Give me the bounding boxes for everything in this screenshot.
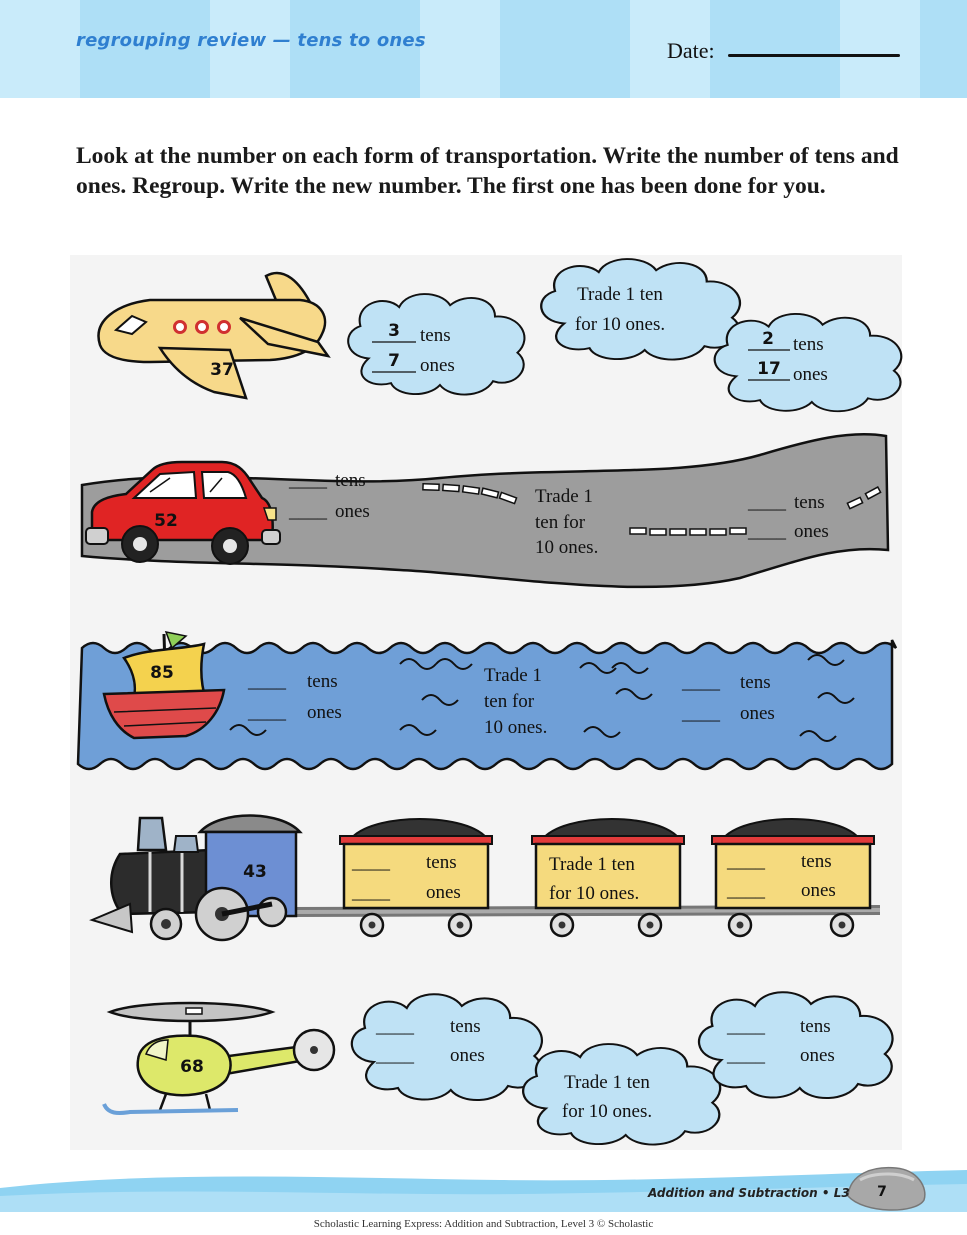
tens-label: tens bbox=[450, 1016, 481, 1037]
car-new-tens-blank: ____ bbox=[747, 492, 787, 513]
train-trade-text: Trade 1 ten bbox=[549, 854, 635, 875]
boat-new-tens-blank: ____ bbox=[681, 672, 721, 693]
road bbox=[80, 433, 890, 589]
tens-label: tens bbox=[801, 851, 832, 872]
helicopter-new-tens-blank: ____ bbox=[726, 1016, 766, 1037]
ones-label: ones bbox=[740, 703, 775, 724]
header-stripe bbox=[210, 0, 290, 98]
header-stripe bbox=[0, 0, 80, 98]
airplane-row: 37 3 tens 7 ones Trade 1 ten for 10 ones… bbox=[97, 257, 903, 413]
helicopter-new-ones-blank: ____ bbox=[726, 1045, 766, 1066]
train-car bbox=[339, 818, 493, 938]
date-label: Date: bbox=[667, 38, 715, 63]
airplane-new-ones: 17 bbox=[757, 359, 781, 379]
airplane-trade-text: Trade 1 ten bbox=[577, 284, 663, 305]
train-car bbox=[711, 818, 875, 938]
airplane-illustration bbox=[97, 271, 331, 400]
header-stripe bbox=[630, 0, 710, 98]
tens-label: tens bbox=[793, 334, 824, 355]
train-engine-illustration bbox=[89, 814, 303, 942]
tens-label: tens bbox=[420, 325, 451, 346]
boat-number: 85 bbox=[150, 663, 174, 683]
helicopter-tens-blank: ____ bbox=[375, 1016, 415, 1037]
train-trade-text: for 10 ones. bbox=[549, 883, 639, 904]
train-new-tens-blank: ____ bbox=[726, 851, 766, 872]
ones-label: ones bbox=[794, 521, 829, 542]
car-tens-blank: ____ bbox=[288, 470, 328, 491]
airplane-number: 37 bbox=[210, 360, 234, 380]
car-trade-text: 10 ones. bbox=[535, 537, 598, 558]
train-ones-blank: ____ bbox=[351, 882, 391, 903]
book-info: Addition and Subtraction • L3 bbox=[648, 1186, 850, 1200]
car-number: 52 bbox=[154, 511, 178, 531]
airplane-ones-answer: 7 bbox=[388, 351, 400, 371]
car-ones-blank: ____ bbox=[288, 501, 328, 522]
tens-label: tens bbox=[740, 672, 771, 693]
copyright: Scholastic Learning Express: Addition an… bbox=[313, 1218, 654, 1230]
boat-ones-blank: ____ bbox=[247, 702, 287, 723]
train-car bbox=[531, 818, 685, 938]
page-title: regrouping review — tens to ones bbox=[76, 30, 426, 51]
water bbox=[76, 639, 898, 771]
ones-label: ones bbox=[793, 364, 828, 385]
tens-label: tens bbox=[335, 470, 366, 491]
tens-label: tens bbox=[307, 671, 338, 692]
boat-trade-text: ten for bbox=[484, 691, 535, 712]
car-trade-text: Trade 1 bbox=[535, 486, 593, 507]
train-tens-blank: ____ bbox=[351, 852, 391, 873]
airplane-new-tens: 2 bbox=[762, 329, 774, 349]
tens-label: tens bbox=[800, 1016, 831, 1037]
boat-new-ones-blank: ____ bbox=[681, 703, 721, 724]
ones-label: ones bbox=[426, 882, 461, 903]
airplane-trade-text: for 10 ones. bbox=[575, 314, 665, 335]
boat-row: 85 ____ tens ____ ones Trade 1 ten for 1… bbox=[76, 630, 898, 771]
car-new-ones-blank: ____ bbox=[747, 521, 787, 542]
ones-label: ones bbox=[335, 501, 370, 522]
car-illustration bbox=[85, 460, 281, 565]
page-number: 7 bbox=[877, 1184, 887, 1200]
boat-illustration bbox=[102, 630, 226, 740]
car-row: 52 ____ tens ____ ones Trade 1 ten for 1… bbox=[80, 433, 890, 589]
boat-trade-text: Trade 1 bbox=[484, 665, 542, 686]
car-trade-text: ten for bbox=[535, 512, 586, 533]
ones-label: ones bbox=[450, 1045, 485, 1066]
helicopter-trade-text: for 10 ones. bbox=[562, 1101, 652, 1122]
instructions: Look at the number on each form of trans… bbox=[76, 143, 899, 199]
date-line bbox=[728, 54, 900, 57]
ones-label: ones bbox=[420, 355, 455, 376]
helicopter-illustration bbox=[102, 1001, 336, 1115]
airplane-tens-answer: 3 bbox=[388, 321, 400, 341]
helicopter-ones-blank: ____ bbox=[375, 1045, 415, 1066]
helicopter-number: 68 bbox=[180, 1057, 204, 1077]
header-band bbox=[0, 0, 967, 98]
helicopter-row: 68 ____ tens ____ ones Trade 1 ten for 1… bbox=[102, 991, 894, 1146]
ones-label: ones bbox=[800, 1045, 835, 1066]
boat-trade-text: 10 ones. bbox=[484, 717, 547, 738]
boat-tens-blank: ____ bbox=[247, 671, 287, 692]
footer-wave bbox=[0, 1184, 967, 1212]
train-row: 43 ____ tens ____ ones Trade 1 ten for bbox=[89, 814, 881, 942]
tens-label: tens bbox=[794, 492, 825, 513]
header-stripe bbox=[420, 0, 500, 98]
train-number: 43 bbox=[243, 862, 267, 882]
ones-label: ones bbox=[307, 702, 342, 723]
tens-label: tens bbox=[426, 852, 457, 873]
header-stripe bbox=[840, 0, 920, 98]
train-new-ones-blank: ____ bbox=[726, 880, 766, 901]
ones-label: ones bbox=[801, 880, 836, 901]
helicopter-trade-text: Trade 1 ten bbox=[564, 1072, 650, 1093]
